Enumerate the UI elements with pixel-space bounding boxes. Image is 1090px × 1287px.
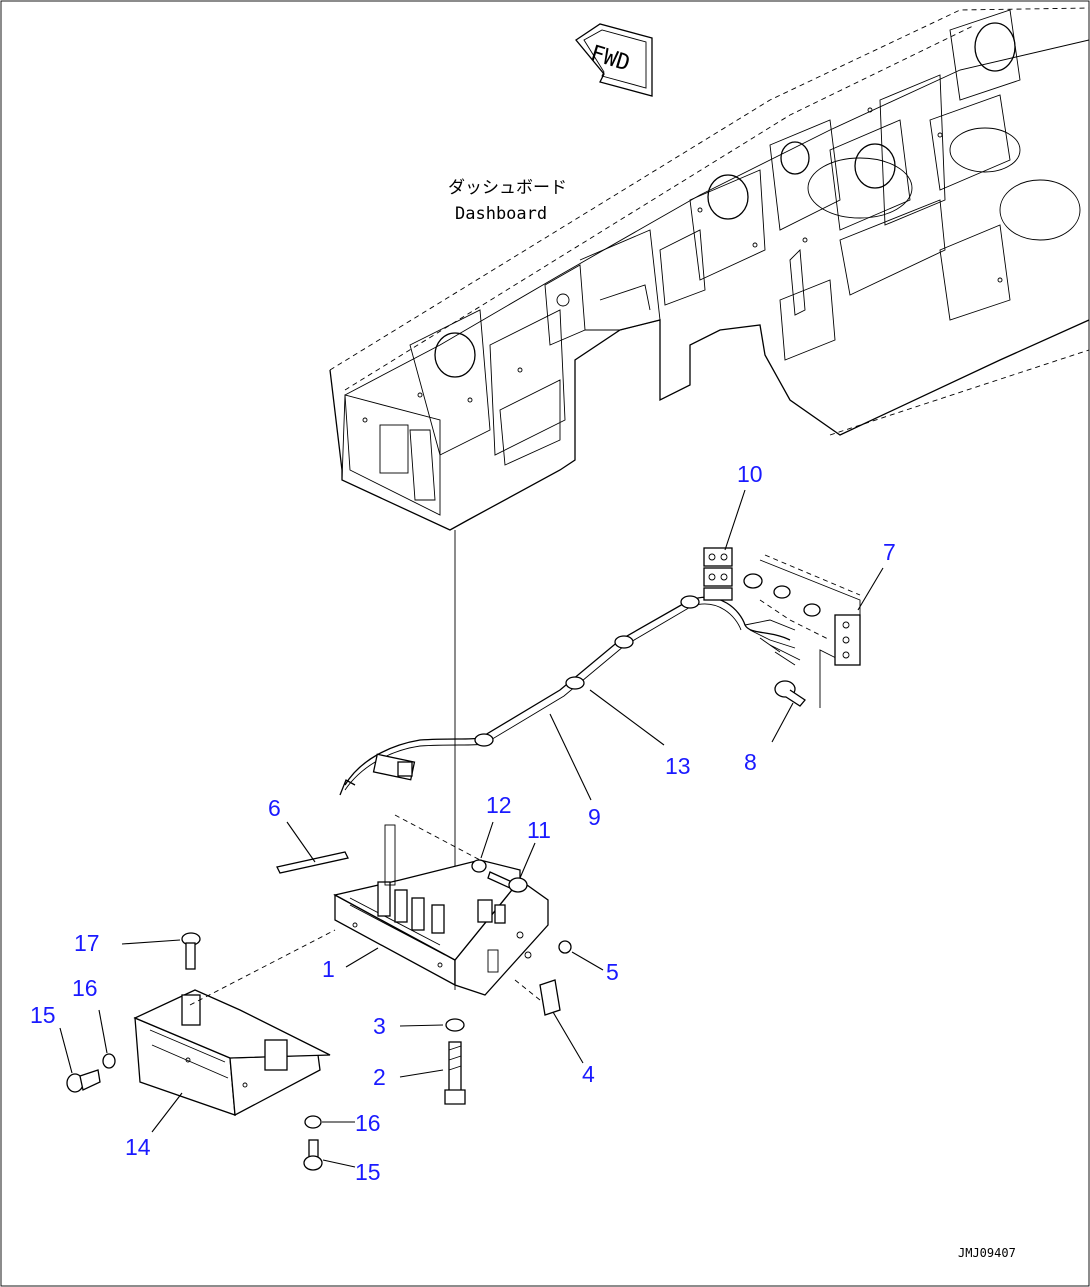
callout-14: 14 <box>125 1134 151 1160</box>
dashboard-assembly <box>329 7 1090 531</box>
plate-6 <box>276 851 349 874</box>
bolt-15-left <box>66 1069 101 1093</box>
document-id: JMJ09407 <box>958 1246 1016 1260</box>
callout-15-left: 15 <box>30 1002 56 1028</box>
callout-13: 13 <box>665 753 691 779</box>
washer-3 <box>445 1018 465 1032</box>
leader-lines <box>59 489 884 1168</box>
callout-1: 1 <box>322 956 335 982</box>
callout-5: 5 <box>606 959 619 985</box>
dashboard-caption-en: Dashboard <box>455 204 547 224</box>
callout-15-lower: 15 <box>355 1159 381 1185</box>
washer-16-lower <box>304 1115 322 1129</box>
callout-10: 10 <box>737 461 763 487</box>
screw-17 <box>181 932 201 970</box>
callout-16-left: 16 <box>72 975 98 1001</box>
callout-12: 12 <box>486 792 512 818</box>
wiring-harness <box>339 595 801 796</box>
switch-box <box>333 814 549 996</box>
bracket-14 <box>133 929 336 1117</box>
washer-16-left <box>102 1053 116 1069</box>
bolt-11 <box>487 871 528 893</box>
callout-2: 2 <box>373 1064 386 1090</box>
callout-11: 11 <box>527 817 551 843</box>
callout-17: 17 <box>74 930 100 956</box>
callout-16-lower: 16 <box>355 1110 381 1136</box>
bolt-15-lower <box>303 1139 323 1171</box>
callout-9: 9 <box>588 804 601 830</box>
dashboard-caption-jp: ダッシュボード <box>448 178 567 198</box>
fwd-arrow: FWD <box>575 23 653 97</box>
terminal-bracket <box>743 554 861 708</box>
callout-6: 6 <box>268 795 281 821</box>
washer-12 <box>471 859 487 873</box>
bolt-8 <box>774 680 806 707</box>
callout-8: 8 <box>744 749 757 775</box>
bolt-2 <box>444 1041 466 1105</box>
lamp-5 <box>558 940 572 954</box>
cover-4 <box>514 979 561 1016</box>
callout-4: 4 <box>582 1061 595 1087</box>
fwd-label: FWD <box>587 41 632 77</box>
callout-3: 3 <box>373 1013 386 1039</box>
relay-block <box>703 547 733 601</box>
callout-7: 7 <box>883 539 896 565</box>
